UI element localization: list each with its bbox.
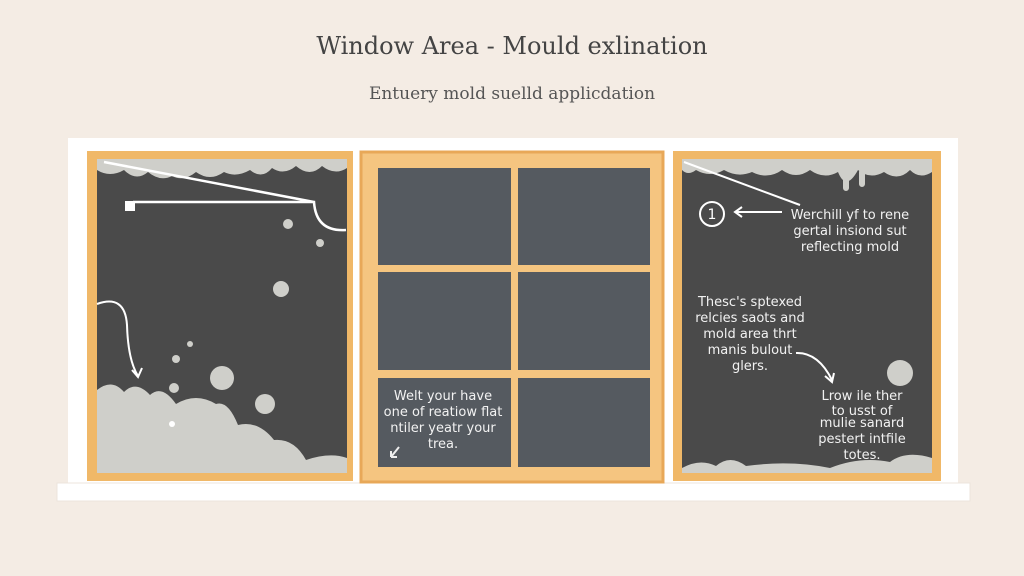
callout-top-2: gertal insiond sut xyxy=(793,224,906,239)
callout-mid-1: Thesc's sptexed xyxy=(697,295,802,310)
left-panel xyxy=(87,151,353,481)
pane-text-1: Welt your have xyxy=(394,389,492,404)
callout-bottom-3: mulie sanard xyxy=(820,416,905,431)
callout-top-1: Werchill yf to rene xyxy=(791,208,909,223)
callout-mid-2: relcies saots and xyxy=(695,311,804,326)
curved-arrow xyxy=(96,300,143,379)
mould-spots xyxy=(169,219,324,414)
diagram-subtitle: Entuery mold suelld applicdation xyxy=(368,84,656,104)
pane-text-4: trea. xyxy=(428,437,458,452)
callout-top-3: reflecting mold xyxy=(801,240,899,255)
diagram-title: Window Area - Mould exlination xyxy=(316,32,708,60)
left-arrow xyxy=(733,206,782,218)
callout-mid-5: glers. xyxy=(732,359,768,374)
curved-arrow-right xyxy=(795,351,835,384)
mould-bottom xyxy=(97,384,347,473)
marker-circle xyxy=(699,201,725,227)
marker-number: 1 xyxy=(708,207,717,223)
mould-top-right xyxy=(682,159,932,182)
pane-text-3: ntiler yeatr your xyxy=(390,421,496,436)
pointer-line xyxy=(103,160,347,232)
callout-mid-4: manis bulout xyxy=(708,343,793,358)
glass-panes xyxy=(378,168,650,467)
window-sill xyxy=(56,482,971,502)
mould-bottom-right xyxy=(682,454,932,473)
callout-bottom-5: totes. xyxy=(843,448,880,463)
callout-bottom-1: Lrow ile ther xyxy=(821,389,903,404)
pane-text-2: one of reatiow flat xyxy=(384,405,503,420)
callout-bottom-2: to usst of xyxy=(832,404,893,419)
arrow-icon xyxy=(390,446,400,458)
middle-window: Welt your have one of reatiow flat ntile… xyxy=(359,150,665,484)
callout-bottom-4: pestert intfile xyxy=(818,432,905,447)
callout-mid-3: mold area thrt xyxy=(703,327,797,342)
right-panel: 1 Werchill yf to rene gertal insiond sut… xyxy=(673,151,941,481)
